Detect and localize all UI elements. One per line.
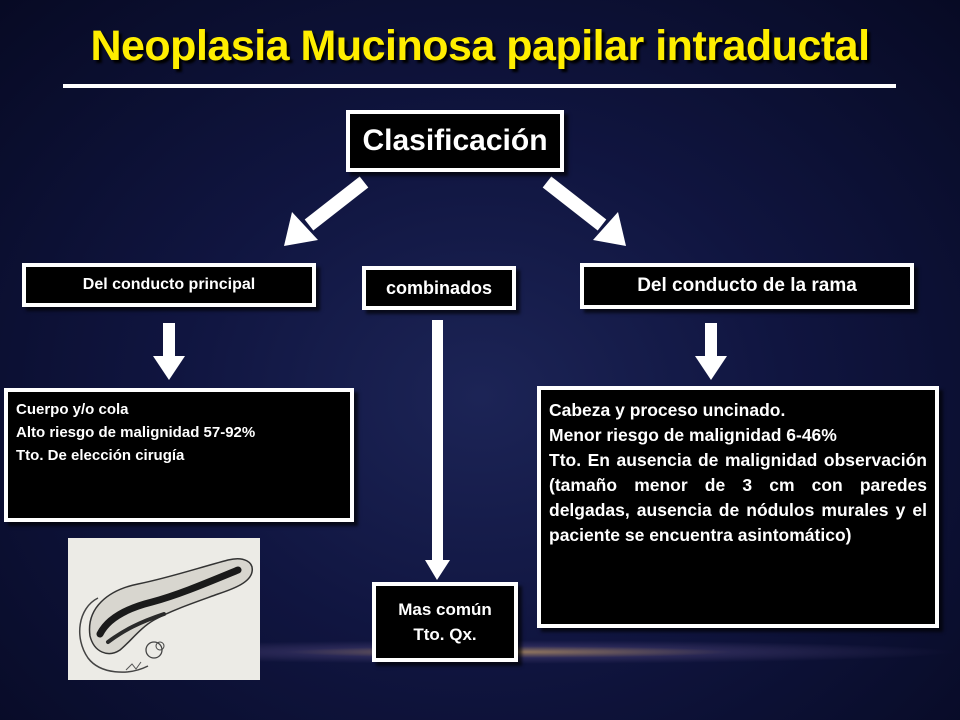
rama-branch-box: Del conducto de la rama (580, 263, 914, 309)
slide-title: Neoplasia Mucinosa papilar intraductal (90, 22, 870, 70)
pancreas-sketch-image (68, 538, 260, 680)
arrow-down-left (284, 176, 369, 246)
arrow-down-principal (153, 323, 185, 380)
combinados-detail-line: Mas común (398, 600, 492, 619)
principal-branch-box: Del conducto principal (22, 263, 316, 307)
principal-branch-label: Del conducto principal (26, 267, 312, 303)
horizon-glow (140, 640, 960, 664)
clasificacion-label: Clasificación (350, 114, 560, 168)
rama-detail-line: Tto. En ausencia de malignidad observaci… (549, 450, 927, 545)
principal-detail-line: Alto riesgo de malignidad 57-92% (16, 424, 256, 441)
rama-detail-line: Menor riesgo de malignidad 6-46% (549, 425, 837, 445)
rama-branch-label: Del conducto de la rama (584, 267, 910, 305)
arrow-down-right (542, 176, 626, 246)
rama-detail-text: Cabeza y proceso uncinado. Menor riesgo … (541, 390, 935, 624)
principal-detail-line: Cuerpo y/o cola (16, 401, 129, 418)
principal-detail-box: Cuerpo y/o cola Alto riesgo de malignida… (4, 388, 354, 522)
combinados-detail-line: Tto. Qx. (413, 625, 477, 644)
title-underline (63, 84, 896, 88)
combinados-detail-box: Mas común Tto. Qx. (372, 582, 518, 662)
arrow-down-combinados (425, 320, 450, 580)
combinados-detail-text: Mas común Tto. Qx. (376, 586, 514, 658)
combinados-branch-label: combinados (366, 270, 512, 306)
rama-detail-line: Cabeza y proceso uncinado. (549, 400, 786, 420)
arrow-down-rama (695, 323, 727, 380)
rama-detail-box: Cabeza y proceso uncinado. Menor riesgo … (537, 386, 939, 628)
combinados-branch-box: combinados (362, 266, 516, 310)
clasificacion-box: Clasificación (346, 110, 564, 172)
principal-detail-line: Tto. De elección cirugía (16, 447, 185, 464)
principal-detail-text: Cuerpo y/o cola Alto riesgo de malignida… (8, 392, 350, 518)
